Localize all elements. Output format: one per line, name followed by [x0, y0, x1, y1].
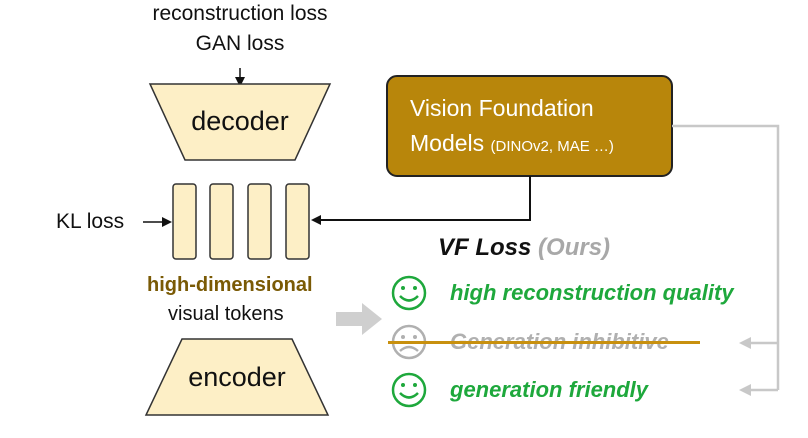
- visual-tokens-label: visual tokens: [168, 303, 284, 325]
- decoder-label: decoder: [191, 106, 289, 136]
- high-dimensional-label: high-dimensional: [147, 274, 313, 296]
- result-high-reconstruction: high reconstruction quality: [450, 280, 734, 305]
- vf-box: [386, 75, 673, 177]
- vf-box-line2: Models (DINOv2, MAE …): [410, 130, 614, 157]
- encoder-shape: [144, 338, 330, 416]
- vf-loss-name: VF Loss: [438, 234, 532, 261]
- token-bar: [209, 183, 234, 260]
- token-bar: [285, 183, 310, 260]
- block-arrow: [336, 303, 382, 335]
- reconstruction-loss-label: reconstruction loss: [152, 2, 328, 25]
- vf-loss-title: VF Loss (Ours): [438, 234, 610, 262]
- vf-loss-ours: (Ours): [538, 234, 611, 261]
- vf-box-line1: Vision Foundation: [410, 95, 594, 121]
- happy-face-icon: [391, 372, 427, 408]
- gan-loss-label: GAN loss: [195, 32, 285, 55]
- vf-box-models: Models: [410, 130, 485, 156]
- happy-face-icon: [391, 275, 427, 311]
- token-bar: [247, 183, 272, 260]
- kl-loss-label: KL loss: [56, 210, 125, 233]
- result-generation-friendly: generation friendly: [450, 377, 649, 402]
- feedback-line: [672, 124, 780, 390]
- token-bar: [172, 183, 197, 260]
- encoder-label: encoder: [188, 362, 286, 392]
- strikethrough-line: [388, 341, 700, 344]
- vf-box-examples: (DINOv2, MAE …): [490, 138, 614, 155]
- decoder-shape: [148, 83, 332, 161]
- vf-to-tokens-arrow: [311, 176, 531, 225]
